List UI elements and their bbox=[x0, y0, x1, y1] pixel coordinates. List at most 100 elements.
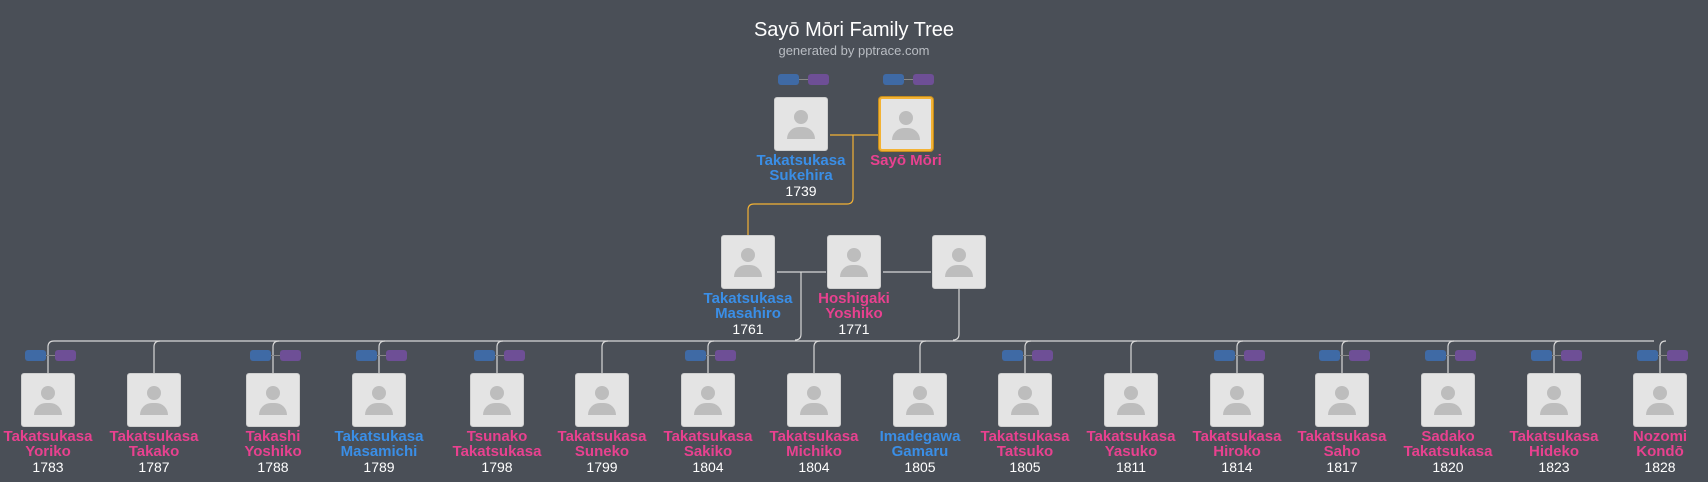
expand-relatives-button[interactable] bbox=[1455, 350, 1476, 361]
avatar[interactable] bbox=[1315, 373, 1369, 427]
person-silhouette-icon bbox=[34, 403, 62, 415]
person-second-line: Sukehira bbox=[769, 167, 833, 184]
expand-relatives-button[interactable] bbox=[1349, 350, 1370, 361]
birth-year: 1814 bbox=[1221, 459, 1253, 475]
badge-connector bbox=[271, 355, 280, 356]
person-first-line: Hoshigaki bbox=[818, 290, 890, 307]
person-second-line: Sakiko bbox=[683, 443, 733, 460]
expand-parents-button[interactable] bbox=[1214, 350, 1235, 361]
expand-relatives-button[interactable] bbox=[1667, 350, 1688, 361]
avatar[interactable] bbox=[998, 373, 1052, 427]
avatar[interactable] bbox=[1633, 373, 1687, 427]
expand-relatives-button[interactable] bbox=[715, 350, 736, 361]
expand-relatives-button[interactable] bbox=[504, 350, 525, 361]
avatar[interactable] bbox=[1210, 373, 1264, 427]
birth-year: 1788 bbox=[257, 459, 289, 475]
avatar[interactable] bbox=[1104, 373, 1158, 427]
person-card-unknown[interactable] bbox=[903, 235, 1015, 289]
person-silhouette-icon bbox=[1540, 403, 1568, 415]
birth-year: 1804 bbox=[798, 459, 830, 475]
expand-parents-button[interactable] bbox=[356, 350, 377, 361]
expand-parents-button[interactable] bbox=[25, 350, 46, 361]
avatar[interactable] bbox=[352, 373, 406, 427]
person-second-line: Hiroko bbox=[1213, 443, 1261, 460]
expand-relatives-button[interactable] bbox=[280, 350, 301, 361]
badge-connector bbox=[904, 79, 913, 80]
expand-parents-button[interactable] bbox=[1319, 350, 1340, 361]
birth-year: 1799 bbox=[586, 459, 618, 475]
avatar[interactable] bbox=[787, 373, 841, 427]
expand-parents-button[interactable] bbox=[1531, 350, 1552, 361]
badge-connector bbox=[799, 79, 808, 80]
expand-parents-button[interactable] bbox=[474, 350, 495, 361]
avatar[interactable] bbox=[932, 235, 986, 289]
avatar[interactable] bbox=[21, 373, 75, 427]
person-silhouette-icon bbox=[741, 248, 755, 262]
expand-parents-button[interactable] bbox=[1637, 350, 1658, 361]
relation-toggle-group bbox=[1637, 350, 1689, 362]
expand-parents-button[interactable] bbox=[1002, 350, 1023, 361]
person-first-line: Sadako bbox=[1421, 428, 1475, 445]
avatar[interactable] bbox=[681, 373, 735, 427]
avatar[interactable] bbox=[470, 373, 524, 427]
expand-relatives-button[interactable] bbox=[1032, 350, 1053, 361]
avatar[interactable] bbox=[721, 235, 775, 289]
expand-parents-button[interactable] bbox=[250, 350, 271, 361]
avatar[interactable] bbox=[1421, 373, 1475, 427]
person-first-line: Takatsukasa bbox=[703, 290, 793, 307]
expand-relatives-button[interactable] bbox=[1561, 350, 1582, 361]
descent-link bbox=[794, 272, 802, 341]
person-silhouette-icon bbox=[906, 403, 934, 415]
avatar[interactable] bbox=[879, 97, 933, 151]
person-silhouette-icon bbox=[847, 248, 861, 262]
person-card-sayo[interactable]: Sayō Mōri bbox=[850, 97, 962, 168]
child-link bbox=[1553, 340, 1561, 373]
person-second-line: Yoshiko bbox=[825, 305, 883, 322]
expand-parents-button[interactable] bbox=[778, 74, 799, 85]
avatar[interactable] bbox=[575, 373, 629, 427]
expand-relatives-button[interactable] bbox=[913, 74, 934, 85]
expand-relatives-button[interactable] bbox=[386, 350, 407, 361]
relation-toggle-group bbox=[1214, 350, 1266, 362]
expand-relatives-button[interactable] bbox=[1244, 350, 1265, 361]
expand-parents-button[interactable] bbox=[1425, 350, 1446, 361]
avatar[interactable] bbox=[127, 373, 181, 427]
avatar[interactable] bbox=[827, 235, 881, 289]
avatar[interactable] bbox=[893, 373, 947, 427]
avatar[interactable] bbox=[1527, 373, 1581, 427]
expand-parents-button[interactable] bbox=[685, 350, 706, 361]
expand-parents-button[interactable] bbox=[883, 74, 904, 85]
page-subtitle: generated by pptrace.com bbox=[778, 43, 930, 58]
expand-relatives-button[interactable] bbox=[55, 350, 76, 361]
expand-relatives-button[interactable] bbox=[808, 74, 829, 85]
child-link bbox=[47, 340, 55, 373]
avatar[interactable] bbox=[246, 373, 300, 427]
avatar[interactable] bbox=[774, 97, 828, 151]
ancestry-link bbox=[747, 135, 854, 235]
child-link bbox=[813, 340, 821, 373]
